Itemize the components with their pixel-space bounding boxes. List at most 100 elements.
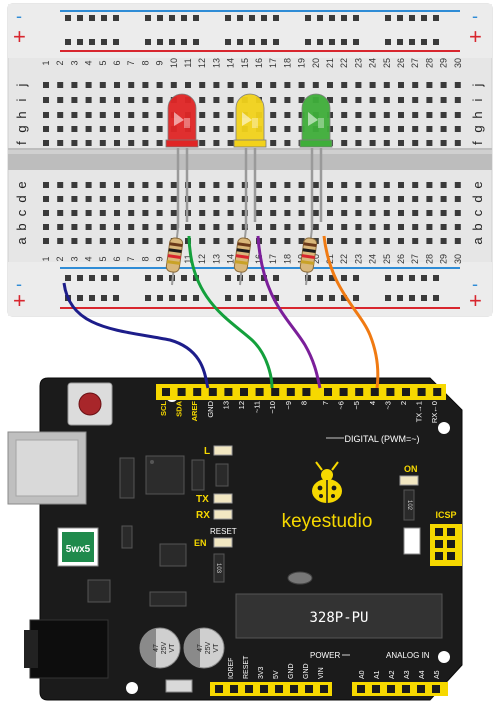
rail-hole[interactable]: [181, 39, 187, 45]
breadboard-hole[interactable]: [85, 196, 92, 202]
breadboard-hole[interactable]: [213, 140, 220, 146]
breadboard-hole[interactable]: [57, 140, 64, 146]
breadboard-hole[interactable]: [213, 126, 220, 132]
header-pin[interactable]: [193, 388, 202, 396]
breadboard-hole[interactable]: [440, 182, 447, 188]
breadboard-hole[interactable]: [227, 82, 234, 88]
breadboard-hole[interactable]: [128, 238, 135, 244]
breadboard-hole[interactable]: [298, 182, 305, 188]
rail-hole[interactable]: [409, 39, 415, 45]
rail-hole[interactable]: [385, 275, 391, 281]
breadboard-hole[interactable]: [355, 82, 362, 88]
wire-gnd[interactable]: [62, 282, 210, 389]
power-pin[interactable]: [290, 685, 298, 693]
breadboard-hole[interactable]: [213, 196, 220, 202]
breadboard-hole[interactable]: [99, 238, 106, 244]
breadboard-hole[interactable]: [440, 112, 447, 118]
breadboard-hole[interactable]: [454, 210, 461, 216]
breadboard-hole[interactable]: [412, 238, 419, 244]
rail-hole[interactable]: [273, 275, 279, 281]
breadboard-hole[interactable]: [398, 182, 404, 188]
breadboard-hole[interactable]: [270, 97, 277, 103]
breadboard-hole[interactable]: [369, 140, 376, 146]
breadboard-hole[interactable]: [114, 112, 120, 118]
breadboard-hole[interactable]: [256, 82, 262, 88]
breadboard-hole[interactable]: [454, 126, 461, 132]
header-pin[interactable]: [324, 388, 332, 396]
breadboard-hole[interactable]: [383, 112, 390, 118]
breadboard-hole[interactable]: [284, 196, 291, 202]
breadboard-hole[interactable]: [341, 196, 348, 202]
rail-hole[interactable]: [113, 39, 119, 45]
breadboard-hole[interactable]: [128, 112, 135, 118]
breadboard-hole[interactable]: [440, 196, 447, 202]
breadboard-hole[interactable]: [128, 97, 135, 103]
rail-hole[interactable]: [89, 295, 95, 301]
rail-hole[interactable]: [169, 295, 175, 301]
breadboard-hole[interactable]: [156, 126, 163, 132]
breadboard-hole[interactable]: [99, 140, 106, 146]
breadboard-hole[interactable]: [213, 224, 220, 230]
breadboard-hole[interactable]: [412, 140, 419, 146]
breadboard-hole[interactable]: [142, 112, 149, 118]
rail-hole[interactable]: [249, 295, 255, 301]
power-pin[interactable]: [260, 685, 268, 693]
breadboard-hole[interactable]: [85, 210, 92, 216]
breadboard-hole[interactable]: [341, 210, 348, 216]
breadboard-hole[interactable]: [99, 210, 106, 216]
icsp-pin[interactable]: [447, 540, 455, 548]
rail-hole[interactable]: [305, 15, 311, 21]
breadboard-hole[interactable]: [327, 97, 333, 103]
breadboard-hole[interactable]: [170, 196, 177, 202]
rail-hole[interactable]: [101, 39, 107, 45]
rail-hole[interactable]: [341, 275, 347, 281]
breadboard-hole[interactable]: [43, 196, 49, 202]
breadboard-hole[interactable]: [270, 238, 277, 244]
breadboard-hole[interactable]: [71, 82, 78, 88]
rail-hole[interactable]: [433, 15, 439, 21]
breadboard-hole[interactable]: [99, 182, 106, 188]
rail-hole[interactable]: [329, 295, 335, 301]
breadboard-hole[interactable]: [369, 238, 376, 244]
icsp-pin[interactable]: [435, 528, 443, 536]
rail-hole[interactable]: [65, 39, 71, 45]
rail-hole[interactable]: [237, 295, 243, 301]
breadboard-hole[interactable]: [227, 97, 234, 103]
breadboard-hole[interactable]: [156, 182, 163, 188]
breadboard-hole[interactable]: [43, 140, 49, 146]
analog-pin[interactable]: [387, 685, 395, 693]
breadboard-hole[interactable]: [440, 238, 447, 244]
rail-hole[interactable]: [261, 15, 267, 21]
rail-hole[interactable]: [421, 15, 427, 21]
rail-hole[interactable]: [341, 295, 347, 301]
breadboard-hole[interactable]: [114, 238, 120, 244]
rail-hole[interactable]: [65, 15, 71, 21]
breadboard-hole[interactable]: [57, 210, 64, 216]
rail-hole[interactable]: [317, 15, 323, 21]
breadboard-hole[interactable]: [298, 224, 305, 230]
header-pin[interactable]: [302, 388, 311, 396]
breadboard-hole[interactable]: [440, 126, 447, 132]
breadboard-hole[interactable]: [398, 224, 404, 230]
header-pin[interactable]: [271, 388, 280, 396]
breadboard-hole[interactable]: [312, 196, 319, 202]
rail-hole[interactable]: [145, 15, 151, 21]
breadboard-hole[interactable]: [383, 196, 390, 202]
breadboard-hole[interactable]: [227, 126, 234, 132]
breadboard-hole[interactable]: [128, 82, 135, 88]
breadboard-hole[interactable]: [341, 238, 348, 244]
rail-hole[interactable]: [317, 295, 323, 301]
rail-hole[interactable]: [77, 275, 83, 281]
rail-hole[interactable]: [113, 295, 119, 301]
breadboard-hole[interactable]: [398, 140, 404, 146]
icsp-pin[interactable]: [447, 552, 455, 560]
wire-purple[interactable]: [256, 235, 322, 389]
breadboard-hole[interactable]: [270, 224, 277, 230]
breadboard-hole[interactable]: [199, 196, 206, 202]
breadboard-hole[interactable]: [369, 224, 376, 230]
breadboard-hole[interactable]: [426, 182, 433, 188]
breadboard-hole[interactable]: [99, 82, 106, 88]
breadboard-hole[interactable]: [213, 210, 220, 216]
header-pin[interactable]: [339, 388, 348, 396]
breadboard-hole[interactable]: [383, 182, 390, 188]
